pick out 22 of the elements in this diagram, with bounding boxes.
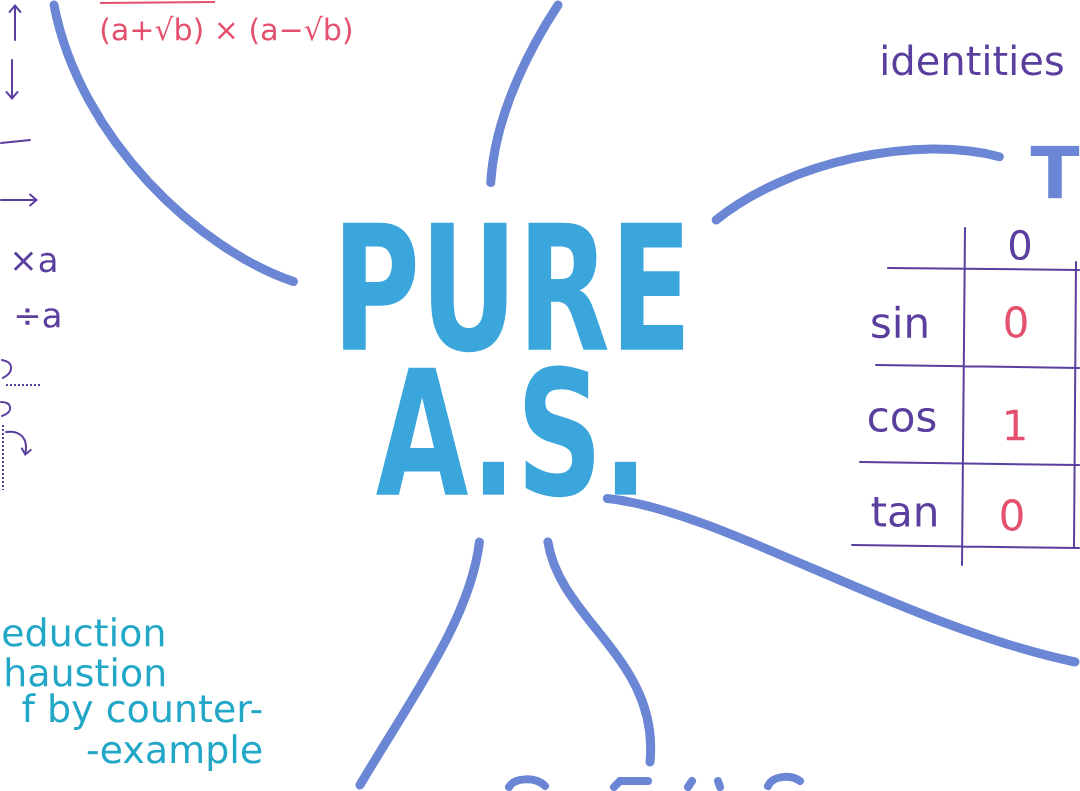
branch-line xyxy=(602,493,1080,667)
table-cell: 0 xyxy=(1009,229,1031,261)
branch-line xyxy=(355,537,484,790)
note-text: f by counter- -example xyxy=(22,693,262,771)
note-text: ×a xyxy=(13,251,56,273)
table-cell: 0 xyxy=(1001,499,1023,531)
branch-line xyxy=(486,0,563,188)
note-text: identities xyxy=(882,44,1063,76)
heading-letter: T xyxy=(1030,145,1080,199)
note-text: eduction xyxy=(3,617,164,647)
note-text: haustion xyxy=(6,657,165,687)
branch-line xyxy=(543,537,655,767)
table-cell: 1 xyxy=(1006,409,1025,441)
formula: (a+√b) × (a−√b) xyxy=(101,15,351,45)
branch-line xyxy=(49,0,298,287)
table-cell: tan xyxy=(871,496,936,528)
note-text: ÷a xyxy=(16,308,60,328)
branch-line xyxy=(711,144,1004,225)
central-title: PURE A.S. xyxy=(343,222,684,498)
table-cell: 0 xyxy=(1005,306,1027,338)
table-cell: sin xyxy=(872,305,927,339)
table-cell: cos xyxy=(869,407,936,433)
